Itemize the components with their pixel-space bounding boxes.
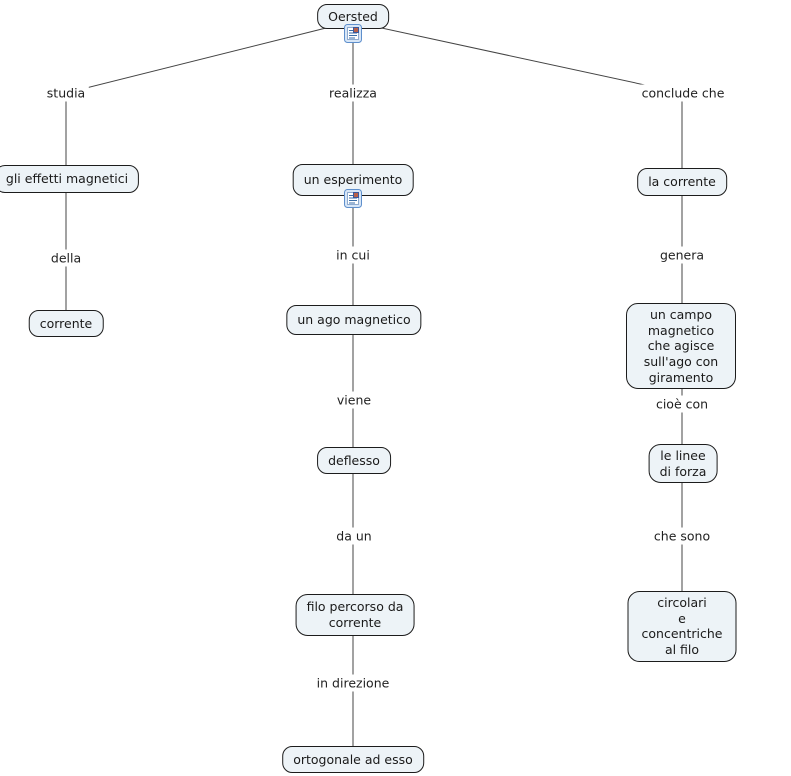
link-label-studia[interactable]: studia [42,84,90,102]
edge-oersted-conclude [376,26,683,169]
link-label-cioe-con[interactable]: cioè con [651,395,713,413]
link-label-realizza[interactable]: realizza [325,84,381,102]
document-with-image-icon [344,24,362,43]
node-la-corrente[interactable]: la corrente [637,168,727,196]
link-label-da-un[interactable]: da un [332,527,376,545]
node-effetti-magnetici[interactable]: gli effetti magnetici [0,165,140,193]
node-ago-magnetico[interactable]: un ago magnetico [286,305,422,335]
node-corrente[interactable]: corrente [28,310,104,337]
node-campo-magnetico[interactable]: un campo magnetico che agisce sull'ago c… [626,303,736,390]
link-label-viene[interactable]: viene [332,391,376,409]
node-ortogonale[interactable]: ortogonale ad esso [282,746,424,773]
node-filo-percorso[interactable]: filo percorso da corrente [295,594,415,636]
link-label-conclude-che[interactable]: conclude che [637,84,729,102]
link-label-che-sono[interactable]: che sono [649,527,715,545]
resource-icon[interactable] [344,24,362,43]
resource-icon[interactable] [344,189,362,208]
node-linee-di-forza[interactable]: le linee di forza [648,444,718,484]
link-label-della[interactable]: della [46,249,86,267]
document-with-image-icon [344,189,362,208]
edge-oersted-studia [65,26,331,166]
link-label-genera[interactable]: genera [655,246,709,264]
link-label-in-direzione[interactable]: in direzione [312,674,394,692]
link-label-in-cui[interactable]: in cui [332,246,374,264]
node-circolari[interactable]: circolari e concentriche al filo [627,591,737,662]
node-deflesso[interactable]: deflesso [317,447,391,474]
